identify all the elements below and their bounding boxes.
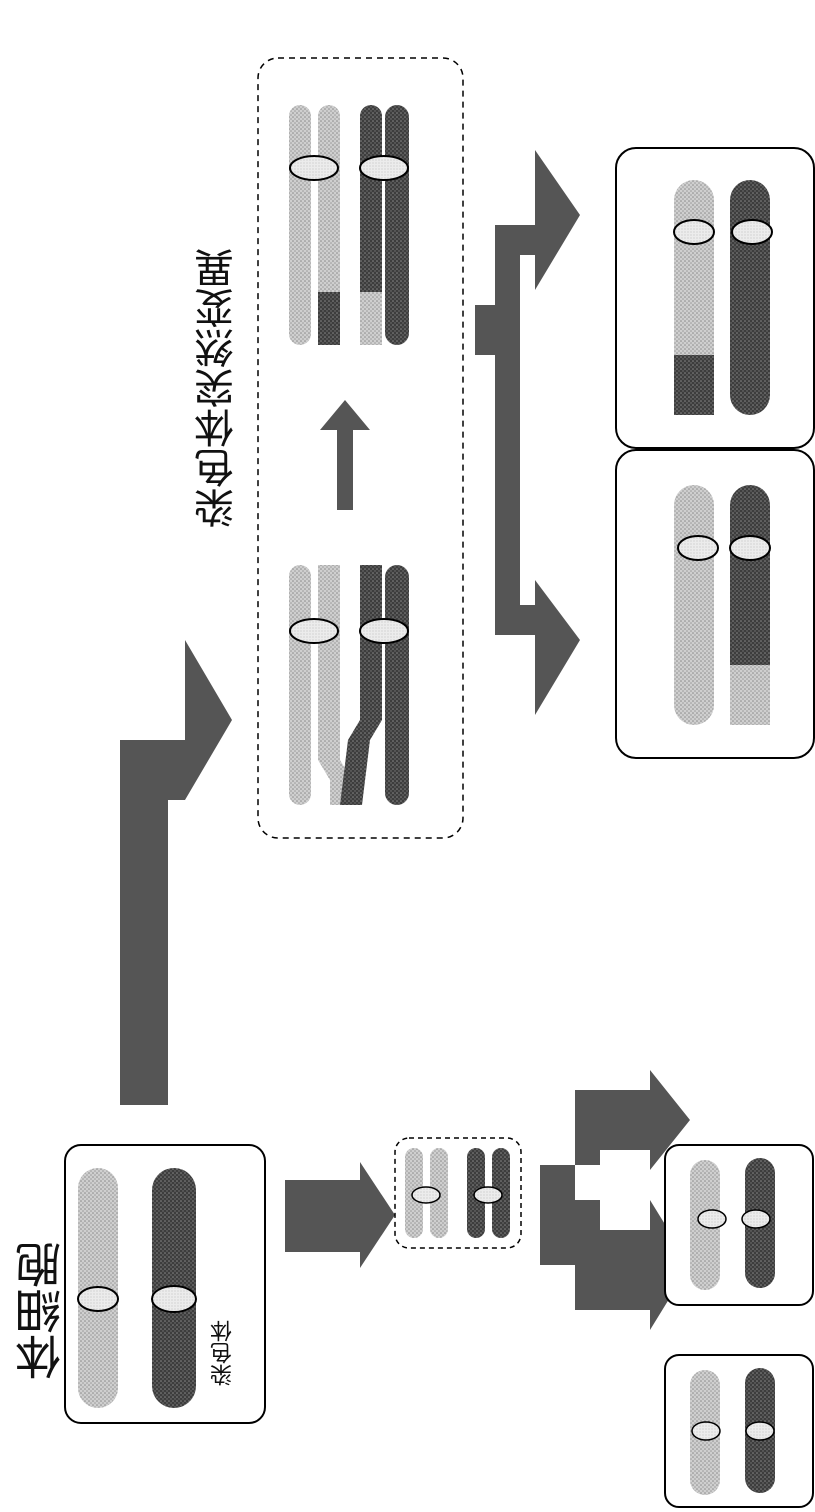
crossing-over-chromosomes [289,565,409,805]
daughter-cell-mutated-1 [615,449,815,759]
daughter-cell-normal-1 [664,1354,814,1508]
translocated-chromosomes [289,105,409,345]
somatic-cell-label: 体細胞 [14,1242,68,1380]
chromosome-label: 染色体 [211,1320,236,1386]
arrow-mutation-step [320,400,370,510]
arrow-to-mutation [120,640,232,1105]
somatic-light-chromosome [77,1168,119,1408]
somatic-dark-chromosome [151,1168,197,1408]
arrow-somatic-to-replication [285,1162,395,1268]
daughter-cell-mutated-2 [615,147,815,449]
replicated-chromosomes-box [394,1137,522,1249]
somatic-cell-box [64,1144,266,1424]
arrow-split-normal [540,1070,690,1330]
mutation-box [257,57,464,839]
daughter-cell-normal-2 [664,1144,814,1306]
chromosomal-mutation-label: 染色体突然変異 [195,248,241,528]
arrow-split-mutated [475,150,580,715]
